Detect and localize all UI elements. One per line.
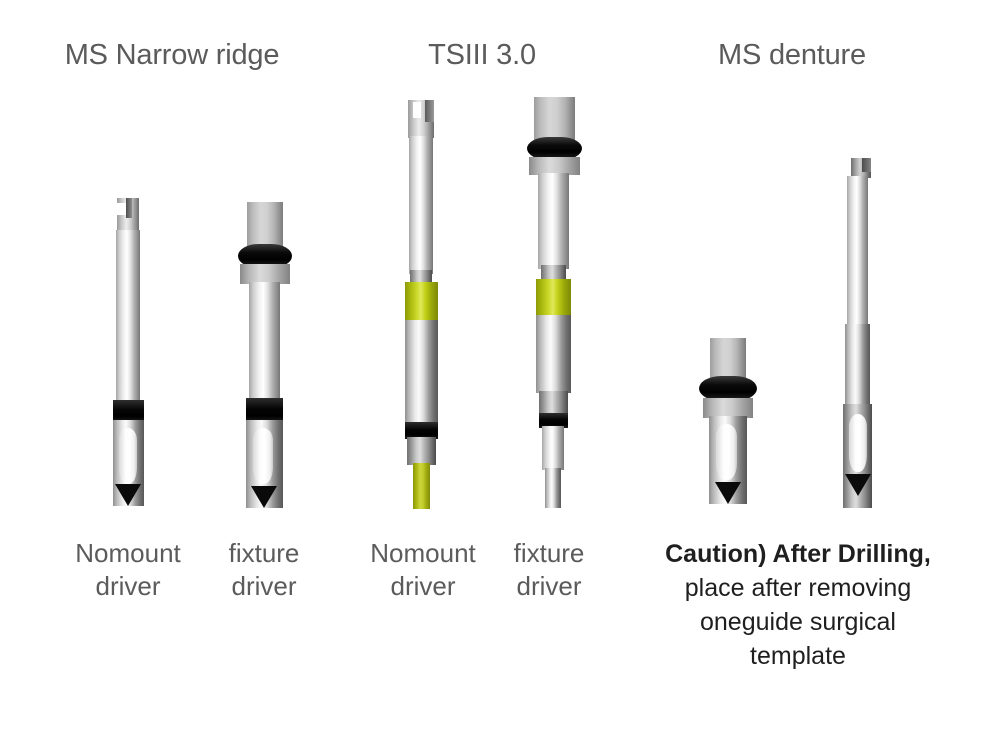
column-header-ms-narrow-ridge: MS Narrow ridge <box>64 39 280 71</box>
column-header-ms-denture: MS denture <box>718 39 866 71</box>
cutting-flute <box>119 428 137 484</box>
square-head <box>247 202 283 248</box>
caution-note: Caution) After Drilling, place after rem… <box>628 537 968 673</box>
caption-line-1: fixture <box>228 538 300 568</box>
shaft-step <box>541 265 566 281</box>
caution-line-3: oneguide surgical <box>700 608 896 636</box>
cutting-flute <box>253 428 273 484</box>
triangular-tip <box>251 486 277 508</box>
caption-line-1: fixture <box>513 538 585 568</box>
head-notch-cut <box>117 203 126 215</box>
caption-tsiii-fixture-driver: fixture driver <box>484 537 614 603</box>
metal-tip <box>545 468 561 508</box>
lower-shaft <box>536 315 571 393</box>
head-shadow <box>425 100 434 122</box>
cutting-flute <box>849 414 867 472</box>
instrument-ms-narrow-nomount-driver <box>100 198 156 508</box>
instrument-ms-denture-fixture-driver <box>690 338 764 510</box>
caption-line-2: driver <box>516 571 582 601</box>
black-ring <box>246 398 283 422</box>
square-head <box>534 97 575 141</box>
mid-shaft <box>249 282 280 400</box>
caption-line-1: Nomount <box>370 538 476 568</box>
instrument-tsiii-fixture-driver <box>518 97 588 509</box>
caption-line-1: Nomount <box>75 538 181 568</box>
yellow-tip <box>413 463 430 509</box>
head-shadow <box>862 158 871 172</box>
caption-ms-narrow-fixture-driver: fixture driver <box>194 537 334 603</box>
caption-line-2: driver <box>231 571 297 601</box>
o-ring <box>699 376 757 401</box>
column-header-tsiii-30: TSIII 3.0 <box>428 39 536 71</box>
triangular-tip <box>845 474 871 496</box>
lower-shaft <box>405 320 438 428</box>
caption-line-2: driver <box>95 571 161 601</box>
caption-line-2: driver <box>390 571 456 601</box>
flange <box>703 398 753 418</box>
triangular-tip <box>115 484 141 506</box>
o-ring <box>527 137 582 160</box>
square-head <box>710 338 746 380</box>
upper-shaft <box>847 176 868 326</box>
cutting-flute <box>716 424 737 480</box>
flange <box>529 157 580 175</box>
triangular-tip <box>715 482 741 504</box>
metal-tip-upper <box>542 426 564 470</box>
upper-shaft <box>409 136 433 274</box>
shaft-step <box>410 270 432 284</box>
instrument-ms-denture-long-driver <box>840 158 888 510</box>
yellow-band <box>536 279 571 317</box>
caption-tsiii-nomount-driver: Nomount driver <box>348 537 498 603</box>
shaft-step-lower <box>539 391 568 415</box>
instrument-tsiii-nomount-driver <box>392 100 452 512</box>
mid-shaft <box>845 324 870 406</box>
flange <box>240 264 290 284</box>
caution-line-4: template <box>750 642 846 670</box>
caution-line-2: place after removing <box>684 574 912 602</box>
black-ring <box>405 422 438 439</box>
head-shadow <box>126 198 132 218</box>
head-notch-cut <box>413 102 421 118</box>
upper-shaft <box>116 230 140 404</box>
upper-shaft <box>538 173 569 269</box>
caution-line-1: Caution) After Drilling, <box>665 540 931 568</box>
instrument-ms-narrow-fixture-driver <box>228 202 300 510</box>
black-ring <box>113 400 144 422</box>
caption-ms-narrow-nomount-driver: Nomount driver <box>42 537 214 603</box>
black-ring <box>539 413 568 428</box>
yellow-band <box>405 282 438 322</box>
collar <box>407 437 436 465</box>
